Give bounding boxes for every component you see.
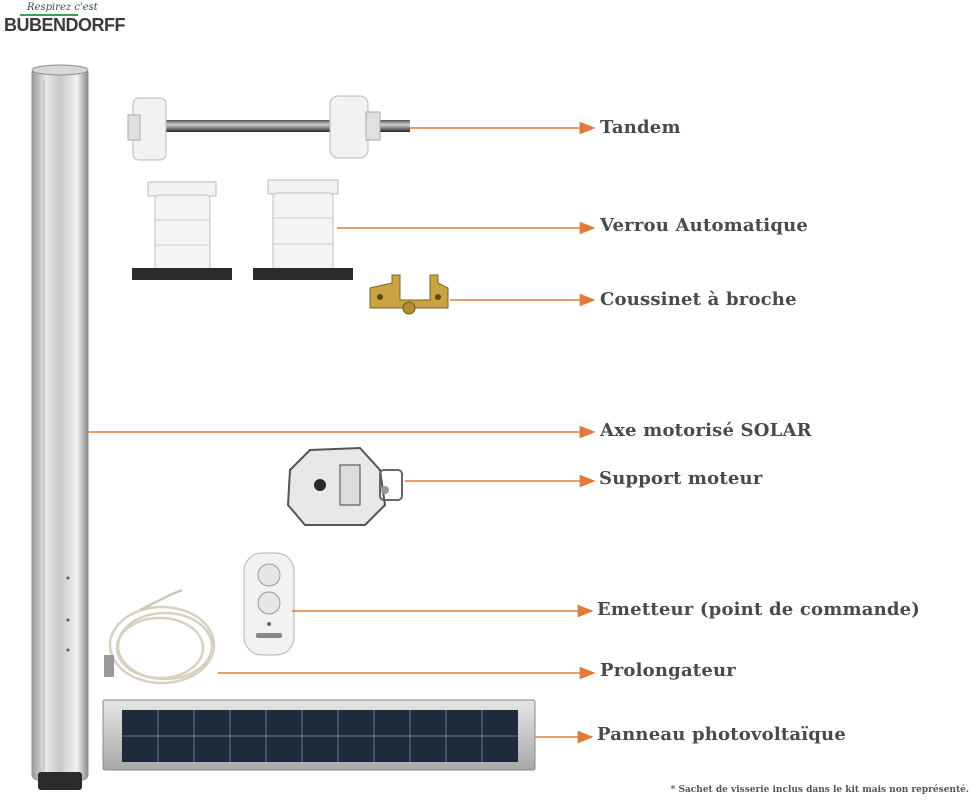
leader-arrows — [86, 121, 596, 744]
pin-bearing-icon — [369, 274, 449, 315]
remote-control-icon — [243, 552, 295, 656]
label-axe-motorise-solar: Axe motorisé SOLAR — [600, 420, 812, 441]
solar-panel-icon — [102, 699, 536, 771]
logo-accent-line — [20, 14, 78, 16]
label-coussinet-a-broche: Coussinet à broche — [600, 289, 797, 310]
label-panneau-photovoltaique: Panneau photovoltaïque — [597, 724, 846, 745]
logo-tagline: Respirez c'est — [27, 2, 98, 13]
label-verrou-automatique: Verrou Automatique — [600, 215, 809, 236]
label-tandem: Tandem — [600, 117, 681, 138]
automatic-lock-icon — [132, 179, 353, 280]
tandem-axle-icon — [127, 95, 410, 161]
label-emetteur: Emetteur (point de commande) — [597, 599, 921, 620]
extension-cable-icon — [104, 588, 216, 685]
label-support-moteur: Support moteur — [599, 468, 763, 489]
motorized-tube-icon — [31, 64, 89, 790]
footnote: * Sachet de visserie inclus dans le kit … — [670, 785, 969, 795]
motor-support-icon — [286, 446, 403, 526]
label-prolongateur: Prolongateur — [600, 660, 736, 681]
logo-name: BUBENDORFF — [4, 15, 126, 35]
